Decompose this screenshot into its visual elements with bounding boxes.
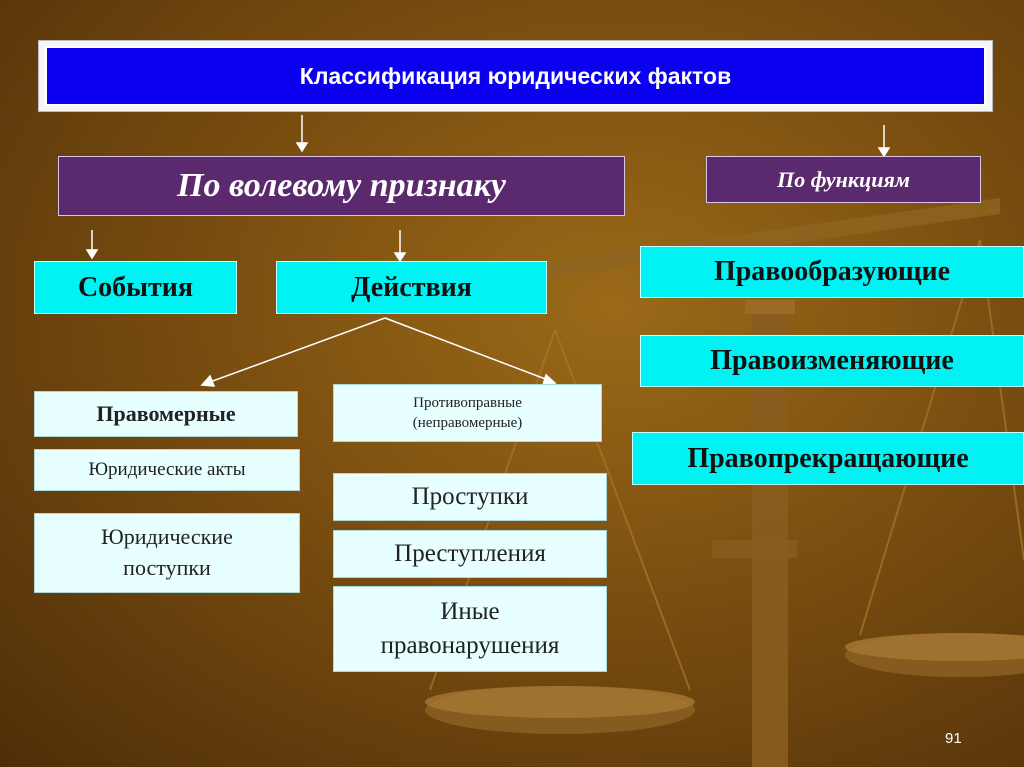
- by-function-heading: По функциям: [706, 156, 981, 203]
- lawful-heading: Правомерные: [34, 391, 298, 437]
- unlawful-heading-line2: (неправомерные): [412, 415, 523, 431]
- unlawful-heading-line1: Противоправные: [413, 394, 522, 411]
- function-item-creating: Правообразующие: [640, 246, 1024, 298]
- actions-box: Действия: [276, 261, 547, 314]
- unlawful-item-crimes: Преступления: [333, 530, 607, 578]
- title-frame: Классификация юридических фактов: [38, 40, 993, 112]
- events-box: События: [34, 261, 237, 314]
- unlawful-item-misdemeanors: Проступки: [333, 473, 607, 521]
- unlawful-item-other-offenses: Иные правонарушения: [333, 586, 607, 672]
- page-title: Классификация юридических фактов: [45, 46, 986, 106]
- lawful-item-acts: Юридические акты: [34, 449, 300, 491]
- function-item-changing: Правоизменяющие: [640, 335, 1024, 387]
- by-will-heading: По волевому признаку: [58, 156, 625, 216]
- function-item-terminating: Правопрекращающие: [632, 432, 1024, 485]
- unlawful-heading: Противоправные (неправомерные): [333, 384, 602, 442]
- page-number: 91: [945, 730, 962, 747]
- lawful-item-deeds: Юридические поступки: [34, 513, 300, 593]
